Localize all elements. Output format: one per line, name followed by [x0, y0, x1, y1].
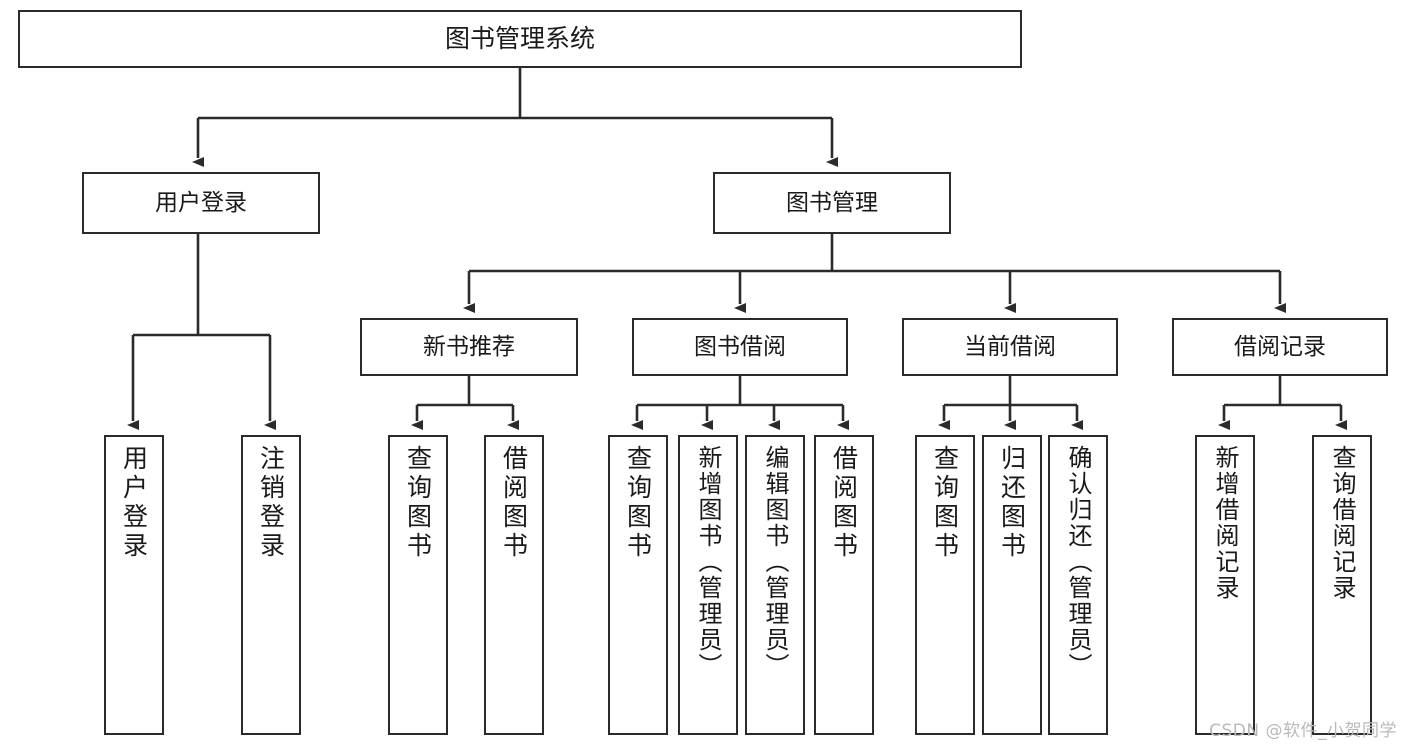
node-current-borrow[interactable]: 当前借阅	[902, 318, 1118, 376]
leaf-add-book-admin[interactable]: 新增图书（管理员）	[678, 435, 738, 735]
leaf-add-book-admin-label: 新增图书（管理员）	[694, 445, 722, 679]
node-new-book-recommend-label: 新书推荐	[423, 333, 515, 360]
leaf-user-login-label: 用户登录	[119, 445, 149, 561]
leaf-recommend-borrow-book[interactable]: 借阅图书	[484, 435, 544, 735]
leaf-current-query-book-label: 查询图书	[930, 445, 960, 561]
leaf-confirm-return-admin[interactable]: 确认归还（管理员）	[1048, 435, 1108, 735]
leaf-borrow-book[interactable]: 借阅图书	[814, 435, 874, 735]
leaf-return-book[interactable]: 归还图书	[982, 435, 1042, 735]
leaf-recommend-borrow-book-label: 借阅图书	[499, 445, 529, 561]
node-current-borrow-label: 当前借阅	[964, 333, 1056, 360]
leaf-query-borrow-record[interactable]: 查询借阅记录	[1312, 435, 1372, 735]
leaf-return-book-label: 归还图书	[997, 445, 1027, 561]
leaf-logout[interactable]: 注销登录	[241, 435, 301, 735]
node-user-login-label: 用户登录	[155, 189, 247, 216]
node-book-borrow-label: 图书借阅	[694, 333, 786, 360]
leaf-query-borrow-record-label: 查询借阅记录	[1328, 445, 1356, 601]
leaf-edit-book-admin[interactable]: 编辑图书（管理员）	[745, 435, 805, 735]
leaf-recommend-query-book[interactable]: 查询图书	[388, 435, 448, 735]
leaf-recommend-query-book-label: 查询图书	[403, 445, 433, 561]
leaf-add-borrow-record[interactable]: 新增借阅记录	[1195, 435, 1255, 735]
leaf-confirm-return-admin-label: 确认归还（管理员）	[1064, 445, 1092, 679]
leaf-user-login[interactable]: 用户登录	[104, 435, 164, 735]
node-root[interactable]: 图书管理系统	[18, 10, 1022, 68]
leaf-borrow-query-book-label: 查询图书	[623, 445, 653, 561]
leaf-current-query-book[interactable]: 查询图书	[915, 435, 975, 735]
node-borrow-record[interactable]: 借阅记录	[1172, 318, 1388, 376]
node-new-book-recommend[interactable]: 新书推荐	[360, 318, 578, 376]
leaf-borrow-book-label: 借阅图书	[829, 445, 859, 561]
node-borrow-record-label: 借阅记录	[1234, 333, 1326, 360]
leaf-logout-label: 注销登录	[256, 445, 286, 561]
node-root-label: 图书管理系统	[444, 23, 595, 53]
csdn-watermark: CSDN @软件_小贺同学	[1209, 721, 1397, 741]
leaf-edit-book-admin-label: 编辑图书（管理员）	[761, 445, 789, 679]
leaf-borrow-query-book[interactable]: 查询图书	[608, 435, 668, 735]
node-book-borrow[interactable]: 图书借阅	[632, 318, 848, 376]
node-book-management[interactable]: 图书管理	[713, 172, 951, 234]
leaf-add-borrow-record-label: 新增借阅记录	[1211, 445, 1239, 601]
node-user-login[interactable]: 用户登录	[82, 172, 320, 234]
node-book-management-label: 图书管理	[786, 189, 878, 216]
